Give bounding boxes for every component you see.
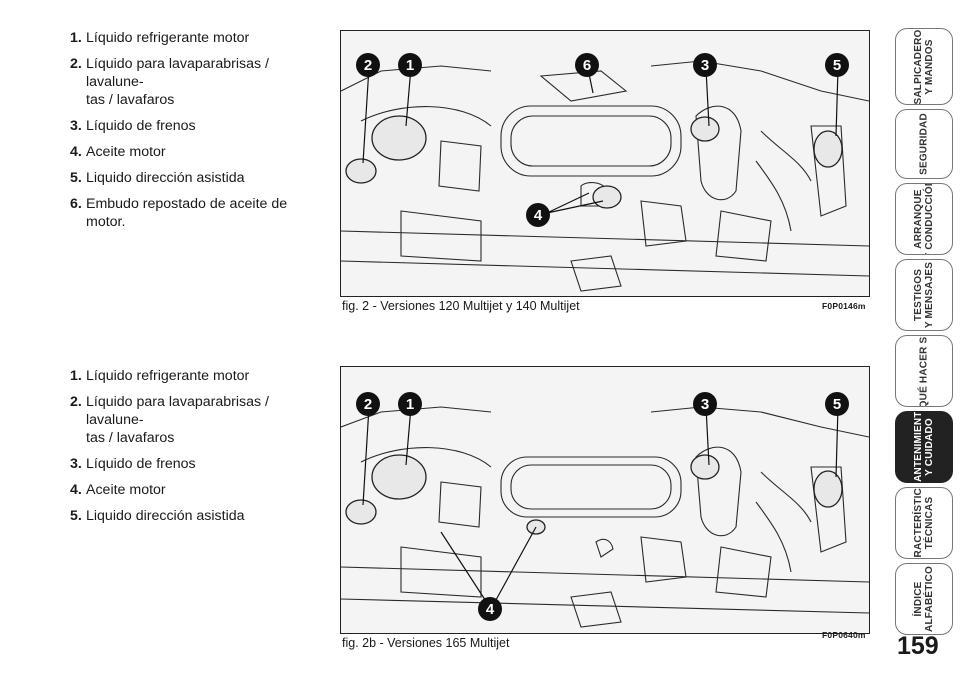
list-item: 1.Líquido refrigerante motor (70, 25, 330, 51)
callout-1: 1 (406, 57, 414, 74)
list-item: 1.Líquido refrigerante motor (70, 363, 330, 389)
list-item: 4.Aceite motor (70, 139, 330, 165)
engine-bay-illustration-fig2 (340, 30, 870, 297)
callout-5: 5 (833, 396, 841, 413)
tab-label: TESTIGOS Y MENSAJES (913, 261, 935, 329)
callout-2: 2 (364, 396, 372, 413)
tab-testigos[interactable]: TESTIGOS Y MENSAJES (895, 259, 953, 331)
figure-code: F0P0640m (822, 630, 866, 640)
callout-3: 3 (701, 396, 709, 413)
callout-markers-fig2b: 2 1 3 5 4 (356, 392, 849, 621)
tab-label: MANTENIMIENTO Y CUIDADO (913, 411, 935, 483)
tab-label: ARRANQUE Y CONDUCCIÓN (913, 183, 935, 254)
list-item: 3.Líquido de frenos (70, 451, 330, 477)
item-number: 4. (70, 482, 82, 498)
callout-5: 5 (833, 57, 841, 74)
tab-caracteristicas[interactable]: CARACTERÍSTICAS TÉCNICAS (895, 487, 953, 559)
callout-3: 3 (701, 57, 709, 74)
page-number: 159 (897, 632, 939, 660)
item-number: 5. (70, 170, 82, 186)
item-text: Aceite motor (86, 482, 166, 498)
callout-1: 1 (406, 396, 414, 413)
item-text: Liquido dirección asistida (86, 508, 245, 524)
item-text: Líquido para lavaparabrisas / lavalune- … (86, 56, 269, 108)
list-item: 2.Líquido para lavaparabrisas / lavalune… (70, 51, 330, 113)
tab-label: ÍNDICE ALFABÉTICO (913, 566, 935, 632)
tab-salpicadero[interactable]: SALPICADERO Y MANDOS (895, 28, 953, 105)
figure-code: F0P0146m (822, 301, 866, 311)
item-text: Líquido refrigerante motor (86, 368, 250, 384)
list-item: 5.Liquido dirección asistida (70, 503, 330, 529)
item-text: Líquido refrigerante motor (86, 30, 250, 46)
component-list-fig2b: 1.Líquido refrigerante motor 2.Líquido p… (70, 363, 330, 529)
item-number: 5. (70, 508, 82, 524)
item-number: 6. (70, 196, 82, 212)
item-number: 3. (70, 456, 82, 472)
figure-caption: fig. 2 - Versiones 120 Multijet y 140 Mu… (342, 299, 580, 313)
callout-markers-fig2: 2 1 6 3 5 4 (356, 53, 849, 227)
tab-que-hacer-si[interactable]: QUÉ HACER SI (895, 335, 953, 407)
item-text: Embudo repostado de aceite de motor. (86, 196, 288, 230)
item-number: 2. (70, 394, 82, 410)
item-number: 1. (70, 368, 82, 384)
tab-indice[interactable]: ÍNDICE ALFABÉTICO (895, 563, 953, 635)
item-number: 3. (70, 118, 82, 134)
tab-label: SALPICADERO Y MANDOS (913, 29, 935, 104)
item-number: 1. (70, 30, 82, 46)
tab-label: SEGURIDAD (918, 113, 930, 175)
callout-2: 2 (364, 57, 372, 74)
tab-label: QUÉ HACER SI (918, 335, 930, 407)
list-item: 4.Aceite motor (70, 477, 330, 503)
item-text: Líquido de frenos (86, 456, 196, 472)
item-text: Aceite motor (86, 144, 166, 160)
item-number: 2. (70, 56, 82, 72)
tab-mantenimiento[interactable]: MANTENIMIENTO Y CUIDADO (895, 411, 953, 483)
engine-bay-illustration-fig2b (340, 366, 870, 634)
component-list-fig2: 1.Líquido refrigerante motor 2.Líquido p… (70, 25, 330, 235)
list-item: 6.Embudo repostado de aceite de motor. (70, 191, 330, 235)
tab-label: CARACTERÍSTICAS TÉCNICAS (913, 487, 935, 559)
callout-4: 4 (486, 601, 495, 618)
list-item: 3.Líquido de frenos (70, 113, 330, 139)
list-item: 2.Líquido para lavaparabrisas / lavalune… (70, 389, 330, 451)
item-text: Líquido de frenos (86, 118, 196, 134)
tab-arranque[interactable]: ARRANQUE Y CONDUCCIÓN (895, 183, 953, 255)
list-item: 5.Liquido dirección asistida (70, 165, 330, 191)
item-text: Líquido para lavaparabrisas / lavalune- … (86, 394, 269, 446)
figure-caption: fig. 2b - Versiones 165 Multijet (342, 636, 510, 650)
callout-4: 4 (534, 207, 543, 224)
item-number: 4. (70, 144, 82, 160)
item-text: Liquido dirección asistida (86, 170, 245, 186)
tab-seguridad[interactable]: SEGURIDAD (895, 109, 953, 179)
callout-6: 6 (583, 57, 591, 74)
